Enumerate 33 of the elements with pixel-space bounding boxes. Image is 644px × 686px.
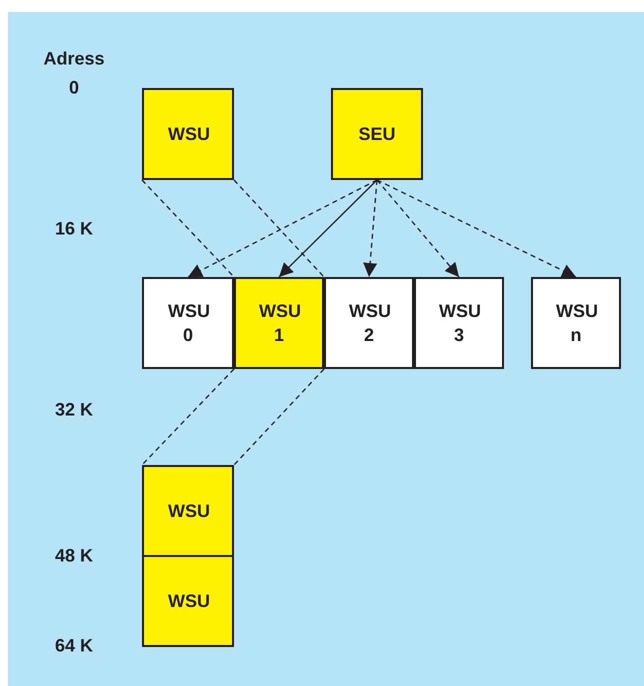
memory-block — [324, 277, 414, 369]
memory-block — [142, 465, 234, 557]
memory-block — [331, 88, 423, 180]
arrow — [376, 179, 576, 278]
arrow — [363, 180, 378, 278]
arrow — [188, 179, 378, 278]
memory-block — [531, 277, 621, 369]
axis-title: Adress — [43, 48, 105, 70]
arrow — [278, 180, 378, 278]
block-label: WSU — [168, 123, 208, 146]
memory-block — [414, 277, 504, 369]
block-label: SEU — [357, 123, 396, 146]
block-label: WSU n — [556, 300, 596, 347]
connector-line — [142, 180, 234, 278]
address-label: 32 K — [54, 400, 94, 420]
connector-line — [234, 180, 324, 278]
memory-block — [234, 277, 324, 369]
address-label: 48 K — [54, 546, 94, 566]
block-label: WSU 3 — [439, 300, 479, 347]
memory-block — [142, 555, 234, 647]
address-label: 0 — [69, 78, 79, 98]
block-label: WSU 1 — [259, 300, 299, 347]
block-label: WSU 2 — [349, 300, 389, 347]
connector-line — [234, 368, 324, 466]
block-label: WSU 0 — [168, 300, 208, 347]
connector-line — [142, 368, 234, 466]
arrow — [376, 180, 460, 278]
address-label: 16 K — [54, 218, 94, 240]
memory-block — [142, 277, 234, 369]
address-label: 64 K — [54, 636, 94, 656]
block-label: WSU — [168, 500, 208, 523]
block-label: WSU — [168, 590, 208, 613]
memory-block — [142, 88, 234, 180]
